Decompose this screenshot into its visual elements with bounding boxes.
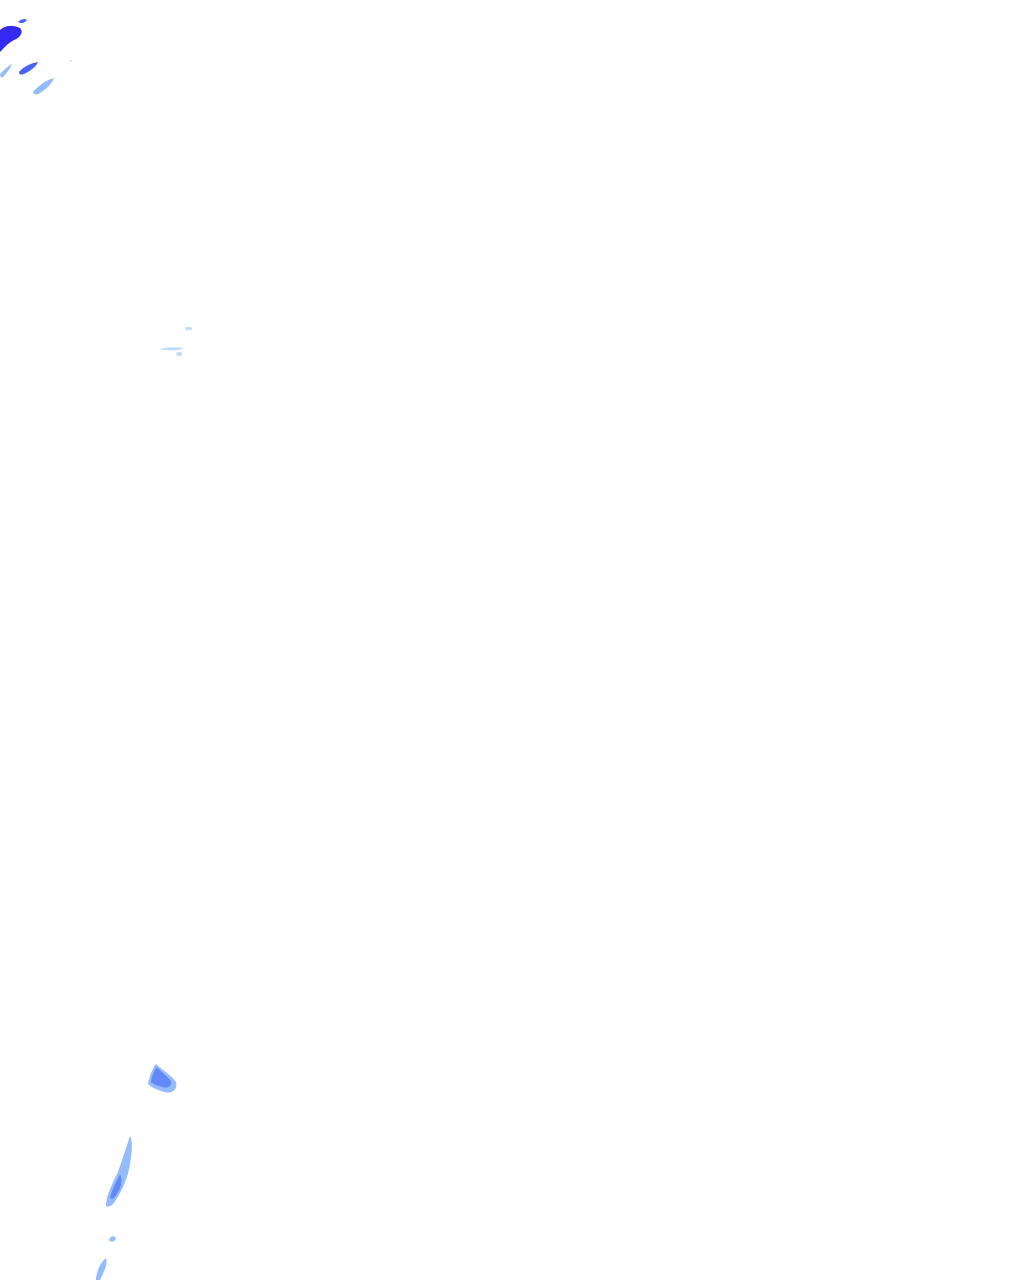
precip-cell-nw-lower-streak [33, 78, 54, 95]
precip-cell-sw-band [106, 1136, 132, 1207]
precip-cell-nw-core [0, 25, 22, 52]
precip-cell-nw-streak-tail [0, 64, 12, 78]
precip-cell-nw-wisp-1 [18, 18, 27, 24]
precip-cell-mid-speck-1 [185, 326, 192, 331]
precip-cell-sw-dot [109, 1236, 116, 1242]
precip-cell-sw-cell [151, 1067, 172, 1088]
precip-cell-nw-streak [19, 62, 38, 75]
precip-cell-mid-speck-3 [176, 351, 183, 357]
precip-cell-sw-band-core [110, 1174, 122, 1199]
precip-cell-sw-tail [96, 1258, 107, 1280]
precip-cell-mid-speck-2 [160, 347, 184, 351]
precip-cell-nw-fleck [69, 60, 72, 62]
